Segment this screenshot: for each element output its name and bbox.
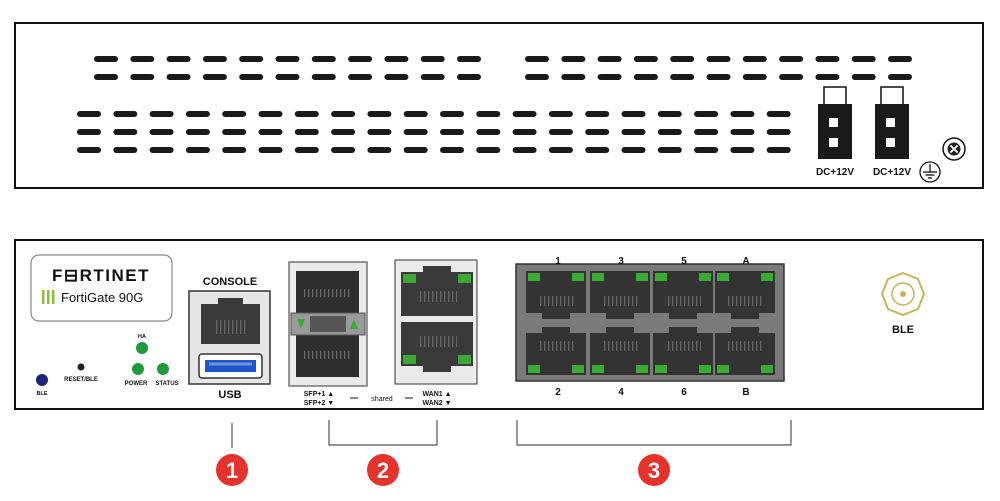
lan-port[interactable] [653, 271, 713, 319]
led-ha-label: HA [138, 334, 146, 340]
led-power-label: POWER [125, 381, 148, 387]
led-ble: BLE [36, 374, 48, 397]
lan-led-icon [572, 273, 584, 281]
lan-led-icon [528, 365, 540, 373]
sfp-port-2[interactable] [296, 335, 359, 377]
console-label: CONSOLE [203, 276, 257, 288]
wan-module [394, 259, 478, 385]
model-name: FortiGate 90G [61, 290, 143, 305]
lan-port[interactable] [526, 271, 586, 319]
wan2-label: WAN2 ▼ [422, 400, 451, 407]
port-label-2: 2 [555, 387, 561, 398]
logo-bars-icon [42, 290, 55, 304]
lan-pins [538, 296, 574, 306]
reset-button[interactable]: RESET/BLE [64, 363, 98, 384]
wan2-port[interactable] [401, 322, 473, 372]
callout-1-number: 1 [226, 458, 238, 483]
lan-port[interactable] [715, 271, 775, 319]
console-port[interactable] [201, 298, 260, 344]
sfp1-label: SFP+1 ▲ [304, 391, 334, 398]
lan-pins [602, 341, 638, 351]
led-ha: HA [136, 334, 148, 354]
lan-led-icon [592, 273, 604, 281]
lan-led-icon [592, 365, 604, 373]
front-panel: F⊟RTINET FortiGate 90G BLE RESET/BLE HA … [14, 239, 984, 410]
lan-led-icon [761, 365, 773, 373]
lan-led-icon [761, 273, 773, 281]
callout-2-number: 2 [377, 458, 389, 483]
dc-power-connector-1: DC+12V [816, 86, 854, 178]
lan-pins [727, 296, 763, 306]
reset-label: RESET/BLE [64, 377, 98, 383]
ble-antenna-icon [880, 271, 926, 317]
port-label-b: B [742, 387, 749, 398]
lan-switch-block: 1 3 5 A 2 4 6 B [515, 256, 785, 398]
port-label-5: 5 [681, 256, 687, 267]
lan-led-icon [699, 273, 711, 281]
callout-1: 1 [216, 454, 248, 486]
lan-pins [602, 296, 638, 306]
sfp1-led-icon [297, 319, 305, 329]
led-ble-label: BLE [37, 391, 48, 397]
lan-led-icon [572, 365, 584, 373]
sfp-cage [288, 261, 368, 387]
port-label-a: A [742, 256, 749, 267]
vent-slots [77, 56, 912, 153]
dc-power-label-1: DC+12V [816, 167, 854, 178]
ground-screw-icon [942, 137, 966, 161]
ble-antenna-label: BLE [892, 324, 914, 336]
ground-symbol-icon [919, 161, 941, 183]
lan-led-icon [655, 273, 667, 281]
lan-led-icon [717, 365, 729, 373]
lan-pins [538, 341, 574, 351]
lan-led-icon [655, 365, 667, 373]
sfp2-led-icon [350, 319, 358, 329]
led-power: POWER [125, 363, 148, 387]
led-status: STATUS [155, 363, 179, 387]
dc-power-connector-2: DC+12V [873, 86, 911, 178]
lan-led-icon [699, 365, 711, 373]
rear-panel: DC+12V DC+12V [14, 22, 984, 189]
port-label-3: 3 [618, 256, 624, 267]
callout-brackets [231, 420, 792, 448]
port-label-6: 6 [681, 387, 687, 398]
lan-port[interactable] [590, 271, 650, 319]
usb-label: USB [218, 389, 241, 401]
lan-led-icon [636, 273, 648, 281]
console-usb-module [188, 290, 271, 385]
port-label-4: 4 [618, 387, 624, 398]
lan-pins [727, 341, 763, 351]
sfp2-label: SFP+2 ▼ [304, 400, 334, 407]
wan1-port[interactable] [401, 266, 473, 316]
shared-label: shared [371, 396, 393, 403]
dc-power-label-2: DC+12V [873, 167, 911, 178]
fortinet-logo: F⊟RTINET [52, 266, 150, 285]
wan1-label: WAN1 ▲ [422, 391, 451, 398]
lan-led-icon [717, 273, 729, 281]
callout-3-number: 3 [648, 458, 660, 483]
lan-pins [665, 341, 701, 351]
lan-led-icon [528, 273, 540, 281]
callout-2: 2 [367, 454, 399, 486]
lan-led-icon [636, 365, 648, 373]
lan-pins [665, 296, 701, 306]
sfp-port-1[interactable] [296, 271, 359, 313]
brand-badge: F⊟RTINET FortiGate 90G [30, 254, 173, 322]
callout-3: 3 [638, 454, 670, 486]
usb-port[interactable] [198, 353, 263, 379]
led-status-label: STATUS [155, 381, 178, 387]
port-label-1: 1 [555, 256, 561, 267]
